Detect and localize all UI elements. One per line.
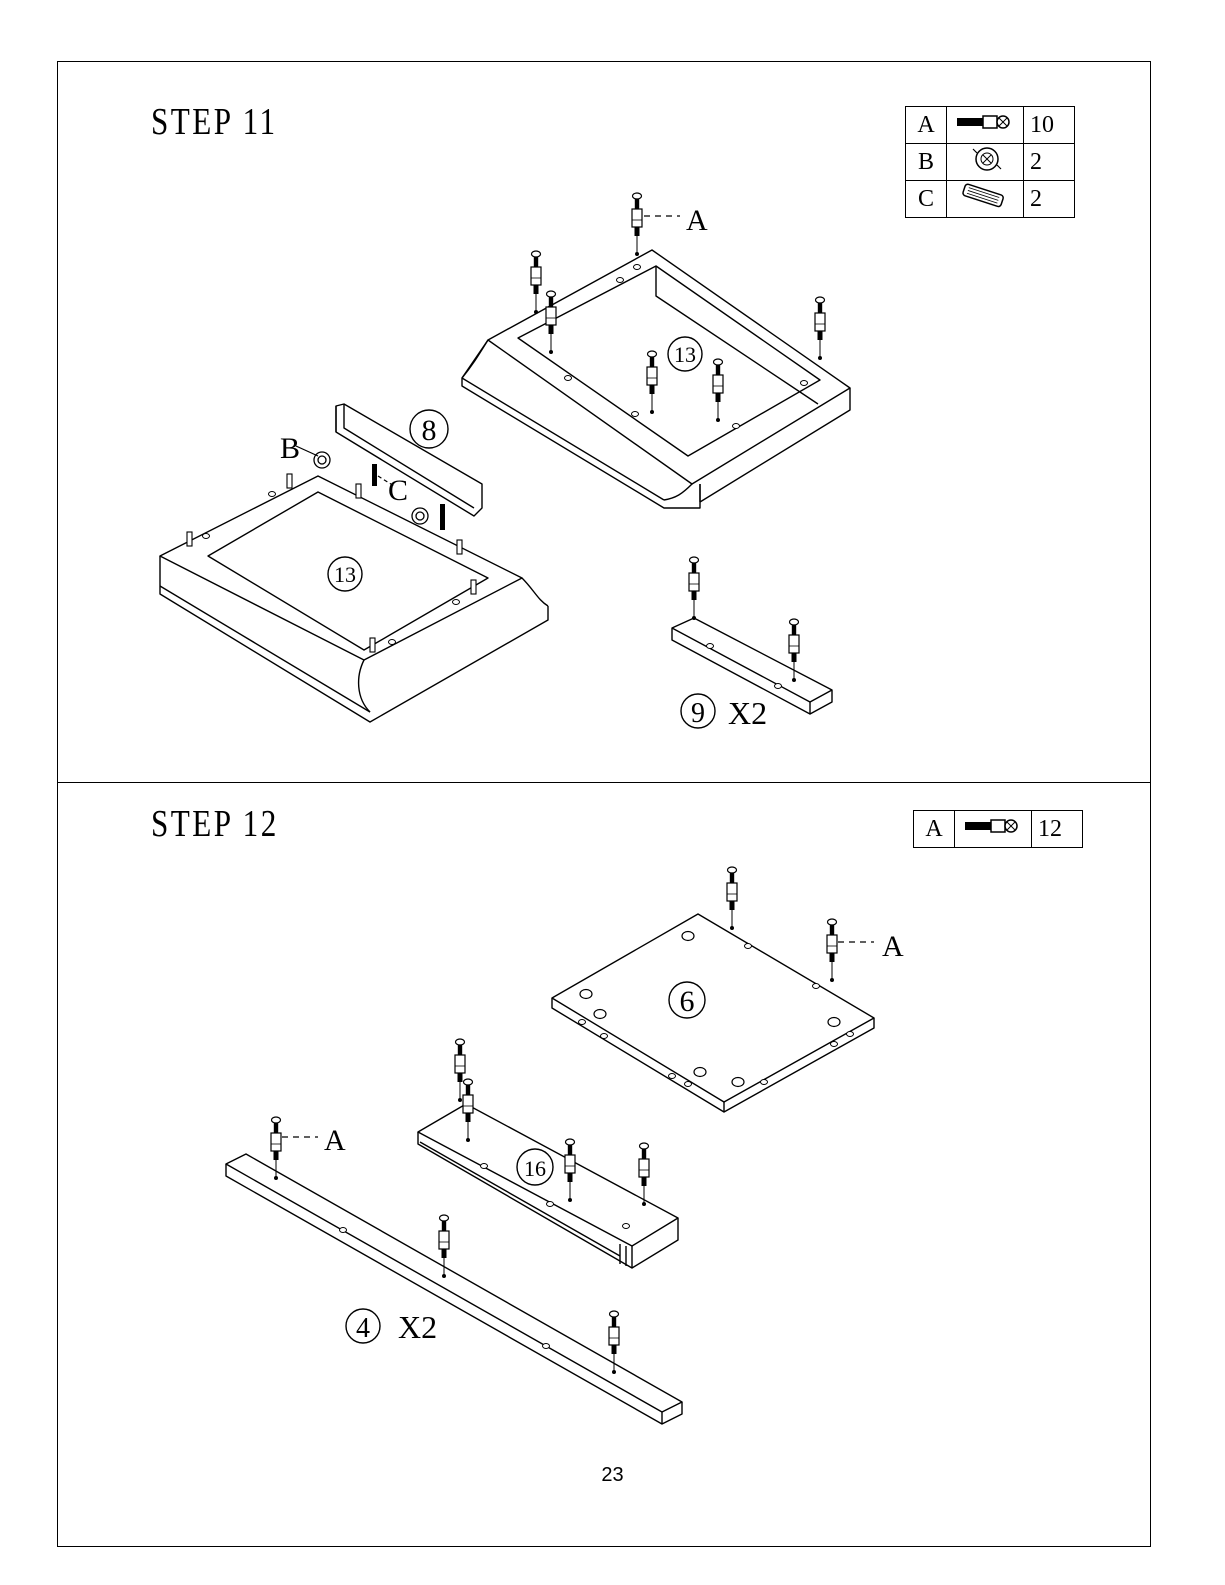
panel-9-label: 9 — [691, 698, 705, 729]
bolt-a-callout: A — [324, 1124, 346, 1157]
panel-13-label: 13 — [334, 562, 356, 587]
dowel-c-callout: C — [388, 474, 408, 507]
bolt-a-callout: A — [882, 930, 904, 963]
bolt-a-callout: A — [686, 204, 708, 237]
panel-9-multiplier: X2 — [728, 695, 767, 731]
panel-6-label: 6 — [680, 985, 695, 1018]
panel-4-label: 4 — [356, 1313, 370, 1344]
panel-4-multiplier: X2 — [398, 1309, 437, 1345]
page-number: 23 — [0, 1464, 1225, 1487]
panel-13-label: 13 — [674, 342, 696, 367]
panel-16-label: 16 — [524, 1156, 546, 1181]
panel-8-label: 8 — [422, 414, 437, 447]
panel-13-bottom — [160, 476, 548, 722]
part-number-circles — [328, 337, 715, 1343]
lock-b-callout: B — [280, 432, 300, 465]
panel-16 — [418, 1104, 678, 1268]
